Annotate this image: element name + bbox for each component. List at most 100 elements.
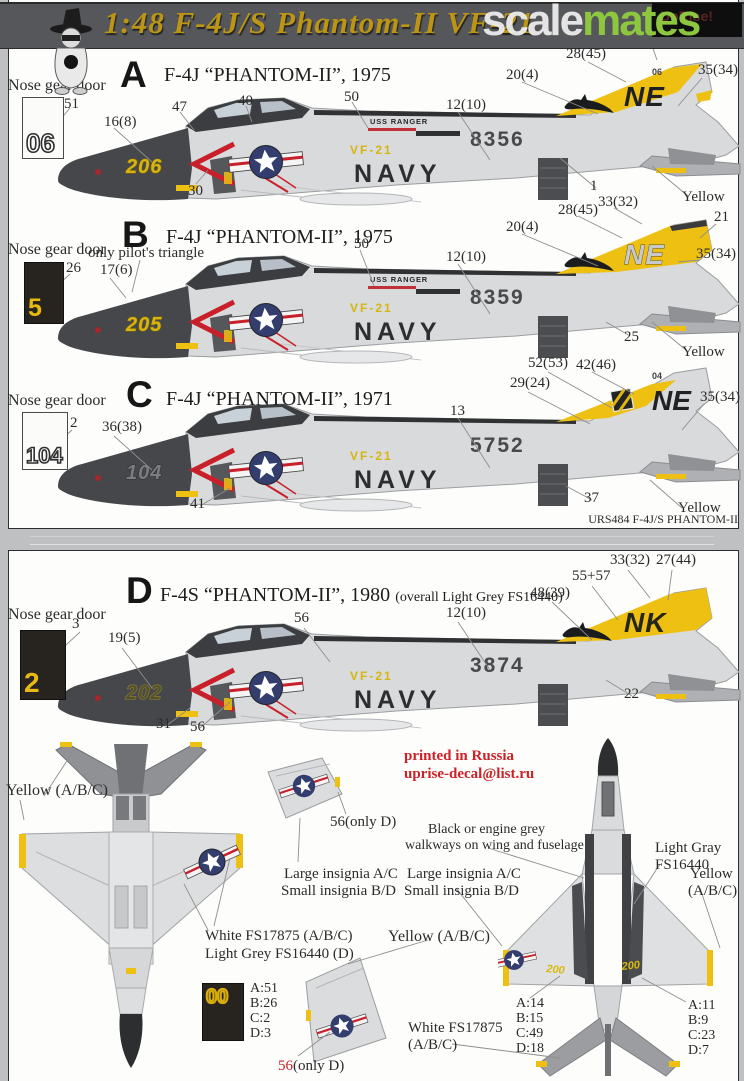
yellow-stab-strip	[656, 326, 686, 331]
note-pilots-triangle: only pilot's triangle	[88, 245, 205, 261]
callout: 16(8)	[104, 114, 137, 130]
insignia	[228, 451, 304, 485]
navy-title: NAVY	[354, 318, 442, 346]
door-00-item: B:26	[250, 996, 278, 1011]
buno-number: 8359	[470, 286, 525, 309]
callout: 55+57	[572, 568, 611, 584]
radome	[58, 434, 192, 507]
callout: 19(5)	[108, 630, 141, 646]
yellow-wingtip	[503, 950, 509, 986]
intake-louvers	[538, 316, 568, 358]
nose-gear-door-a: 06	[22, 97, 64, 159]
label-white-fs-right-1: White FS17875	[408, 1020, 503, 1036]
label-only-d-top: 56(only D)	[330, 814, 397, 830]
callout: 28(45)	[566, 46, 606, 62]
callout: 29(24)	[510, 375, 550, 391]
callout: Yellow	[682, 344, 725, 360]
wing-number-left: 200	[545, 963, 566, 977]
red-chevron	[188, 141, 236, 187]
callout: 56	[294, 610, 309, 626]
callout: 37	[584, 490, 599, 506]
dorsal-stripe	[314, 110, 576, 118]
callout: 50	[344, 89, 359, 105]
label-walkways-1: Black or engine grey	[428, 822, 546, 837]
only-d-number: 56	[278, 1058, 293, 1074]
callout: 20(4)	[506, 219, 539, 235]
callout: 35(34)	[700, 389, 740, 405]
yellow-stab-tip	[190, 742, 202, 747]
yellow-wingtip	[236, 834, 243, 868]
drop-tank	[299, 718, 413, 732]
wing-number-right: 200	[620, 959, 641, 973]
scalemates-watermark: scalemates	[482, 0, 701, 46]
nose-gear-door-c: 104	[22, 412, 68, 470]
callout: 13	[450, 403, 465, 419]
callout: 52(53)	[528, 355, 568, 371]
callout: 30	[188, 183, 203, 199]
nose-gear-door-number-a: 06	[25, 128, 56, 158]
callout: 40	[238, 93, 253, 109]
insignia	[228, 303, 304, 337]
left-stab	[537, 1017, 607, 1077]
insignia-right-wing	[183, 844, 241, 880]
nose-modex: 104	[126, 462, 162, 484]
nose-modex: 202	[125, 682, 162, 704]
label-light-grey-d: Light Grey FS16440 (D)	[205, 946, 354, 962]
tail-tip-number: 04	[652, 371, 662, 381]
callout: 36(38)	[102, 419, 142, 435]
callout: 48(39)	[530, 585, 570, 601]
yellow-stab-strip	[656, 168, 686, 173]
navy-title: NAVY	[354, 466, 442, 494]
squadron-title: VF-21	[350, 301, 393, 315]
squadron-title: VF-21	[350, 669, 393, 683]
label-light-gray-2: FS16440	[655, 857, 710, 873]
callout: 28(45)	[558, 202, 598, 218]
callout: 3	[72, 616, 80, 632]
radome	[597, 738, 619, 776]
insignia	[228, 671, 304, 705]
squadron-title: VF-21	[350, 143, 393, 157]
sheet-reference: URS484 F-4J/S PHANTOM-II	[588, 512, 738, 526]
nose-modex: 206	[125, 156, 162, 178]
red-chevron	[188, 299, 236, 345]
callout: 47	[172, 99, 187, 115]
exhaust	[668, 454, 716, 471]
door-00-item: C:2	[250, 1011, 271, 1026]
uprise-mascot-logo	[50, 8, 92, 95]
jet-profile-c: NE 04 104 5752 VF-21 NAVY	[58, 367, 741, 512]
section-d-title: F-4S “PHANTOM-II”, 1980 (overall Light G…	[160, 584, 563, 607]
callout: 50	[354, 236, 369, 252]
section-d-letter: D	[126, 570, 153, 611]
callout: 17(6)	[100, 262, 133, 278]
red-chevron	[188, 447, 236, 493]
drop-tank	[299, 192, 413, 206]
brand-label: UpRise!	[660, 8, 713, 24]
wing-panel-upper	[267, 757, 343, 819]
label-yellow-abc-mid: Yellow (A/B/C)	[388, 928, 490, 945]
header-band	[0, 2, 744, 49]
tail-code: NE	[624, 81, 665, 112]
drop-tank	[299, 350, 413, 364]
callout: 1	[590, 178, 598, 194]
radome	[58, 286, 192, 359]
insignia	[228, 145, 304, 179]
nose-gear-door-label-b: Nose gear door	[8, 241, 106, 258]
yellow-stab-strip	[656, 694, 686, 699]
yellow-stab-tip	[60, 742, 72, 747]
callout: 41	[190, 496, 205, 512]
callout: 20(4)	[506, 67, 539, 83]
list-left-item: B:15	[516, 1011, 544, 1026]
callout: 27(44)	[656, 552, 696, 568]
callout: 33(32)	[610, 552, 650, 568]
section-c-letter: C	[126, 374, 153, 415]
section-b-letter: B	[122, 214, 149, 255]
list-left-item: D:18	[516, 1041, 544, 1056]
callout: 12(10)	[446, 249, 486, 265]
door-00-number: 00	[205, 986, 229, 1008]
list-right-item: C:23	[688, 1028, 716, 1043]
label-small-insignia-right: Small insignia B/D	[404, 883, 520, 899]
intake-louvers	[538, 158, 568, 200]
callout: 35(34)	[696, 246, 736, 262]
door-00-item: A:51	[250, 981, 278, 996]
nose-gear-door-number-c: 104	[25, 443, 63, 468]
